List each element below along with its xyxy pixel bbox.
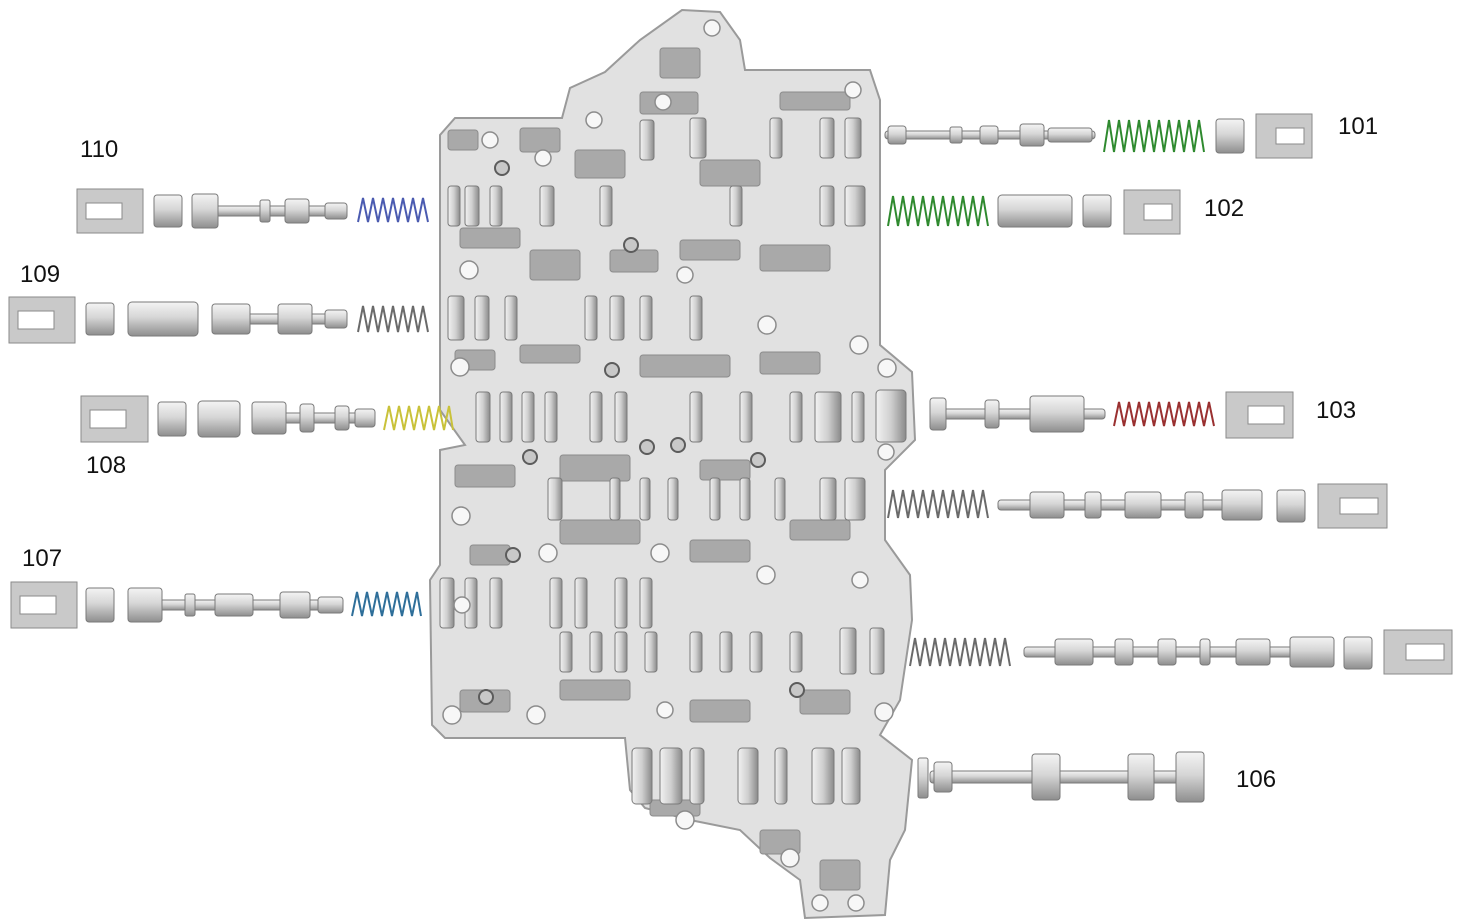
- plug: [1343, 636, 1373, 670]
- callout-102: 102: [1204, 195, 1244, 222]
- valve-group-104: [887, 483, 1388, 529]
- callout-110: 110: [80, 136, 118, 163]
- valve-group-107: [10, 581, 422, 629]
- plug: [85, 587, 115, 623]
- spring: [383, 405, 454, 431]
- spring: [357, 305, 429, 333]
- valve-spool: [1023, 636, 1335, 668]
- valve-group-105: [909, 629, 1453, 675]
- check-balls: [478, 160, 805, 705]
- valve-spool: [251, 401, 376, 435]
- valve-spool: [127, 587, 344, 623]
- plug: [157, 401, 187, 437]
- retaining-clip: [10, 581, 78, 629]
- plug: [1276, 489, 1306, 523]
- spring: [1113, 401, 1215, 427]
- valve-bores: [439, 117, 907, 805]
- retaining-clip: [80, 395, 149, 443]
- valve-body-channels: [447, 47, 861, 891]
- valve-spool: [929, 395, 1106, 433]
- valve-body-plate: [428, 8, 917, 920]
- spring: [909, 637, 1011, 667]
- callout-108: 108: [86, 452, 126, 479]
- valve-group-102: [887, 189, 1181, 235]
- valve-group-103: [929, 391, 1294, 439]
- valve-group-101: [884, 113, 1313, 159]
- callout-labels: 101 102 103 106 107 108 109 110: [20, 113, 1378, 793]
- callout-107: 107: [22, 545, 62, 572]
- valve-group-109: [8, 296, 429, 344]
- valve-spool: [191, 193, 348, 229]
- valve-spool: [917, 751, 1205, 803]
- retaining-clip: [1383, 629, 1453, 675]
- valve-group-110: [76, 188, 429, 234]
- spring: [357, 197, 429, 223]
- callout-106: 106: [1236, 766, 1276, 793]
- retaining-clip: [76, 188, 144, 234]
- plug: [85, 302, 115, 336]
- valve-spool: [211, 303, 348, 335]
- valve-sleeve: [997, 194, 1073, 228]
- retaining-clip: [1225, 391, 1294, 439]
- valve-group-106: [917, 751, 1205, 803]
- valve-group-108: [80, 395, 454, 443]
- retaining-clip: [1317, 483, 1388, 529]
- valve-sleeve: [127, 301, 199, 337]
- plug: [1082, 194, 1112, 228]
- plug: [1215, 118, 1245, 154]
- valve-spool: [884, 123, 1096, 147]
- spring: [887, 489, 989, 519]
- spring: [351, 591, 422, 617]
- callout-109: 109: [20, 261, 60, 288]
- spring: [887, 195, 989, 227]
- valve-sleeve: [197, 400, 241, 438]
- callout-103: 103: [1316, 397, 1356, 424]
- valve-spool: [997, 489, 1263, 521]
- callout-101: 101: [1338, 113, 1378, 140]
- retaining-clip: [1255, 113, 1313, 159]
- retaining-clip: [8, 296, 76, 344]
- bolt-holes: [442, 19, 897, 912]
- plug: [153, 194, 183, 228]
- retaining-clip: [1123, 189, 1181, 235]
- spring: [1103, 119, 1205, 153]
